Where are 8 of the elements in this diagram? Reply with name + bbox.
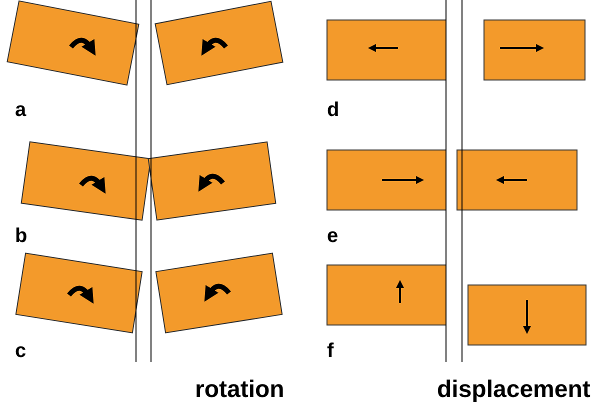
panel-letter: e [327, 226, 338, 246]
panel-letter: d [327, 100, 340, 120]
panel-letter: c [15, 341, 26, 361]
column-caption: displacement [437, 378, 590, 402]
column-caption: rotation [195, 378, 284, 402]
panel-letter: f [327, 341, 334, 361]
panel-letter: a [15, 100, 26, 120]
panel-letter: b [15, 226, 28, 246]
